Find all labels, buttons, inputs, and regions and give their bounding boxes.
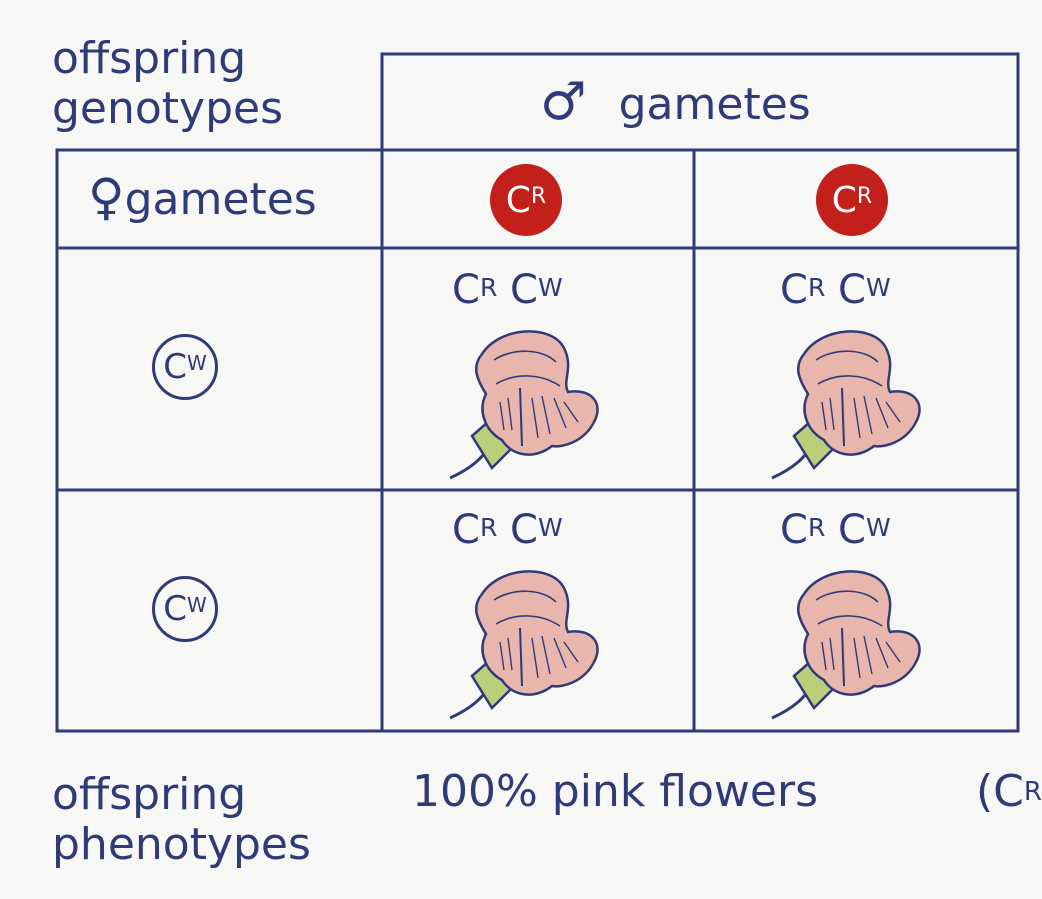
female-gametes-text: gametes — [125, 174, 317, 225]
pink-flower-4 — [764, 558, 934, 728]
male-symbol-icon: ♂ — [540, 72, 587, 132]
offspring-phenotypes-line2: phenotypes — [52, 820, 311, 870]
offspring-genotype-1: CR CW — [452, 268, 563, 312]
offspring-genotype-4: CR CW — [780, 508, 891, 552]
female-symbol-icon: ♀ — [88, 168, 125, 226]
offspring-genotype-3: CR CW — [452, 508, 563, 552]
male-gametes-header: ♂ gametes — [540, 72, 811, 132]
truncated-genotype: (CR — [976, 766, 1042, 818]
pink-flower-1 — [442, 318, 612, 488]
female-gametes-header: ♀gametes — [88, 168, 317, 226]
offspring-genotype-2: CR CW — [780, 268, 891, 312]
male-gametes-text: gametes — [619, 79, 811, 130]
phenotype-result: 100% pink flowers — [412, 766, 818, 818]
offspring-phenotypes-label: offspring phenotypes — [52, 770, 311, 870]
pink-flower-3 — [442, 558, 612, 728]
offspring-phenotypes-line1: offspring — [52, 770, 311, 820]
pink-flower-2 — [764, 318, 934, 488]
